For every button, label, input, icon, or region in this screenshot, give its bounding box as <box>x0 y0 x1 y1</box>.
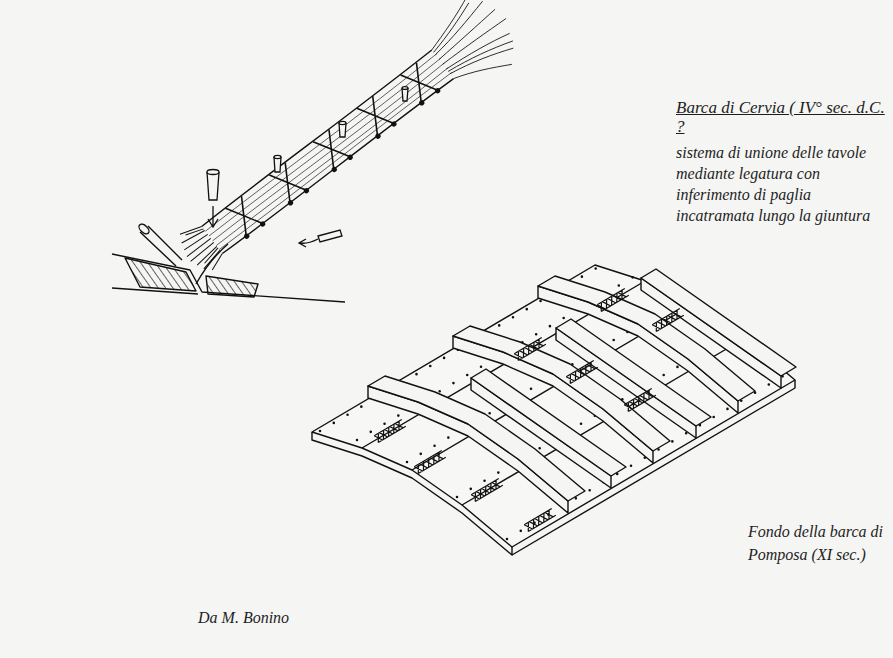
peg <box>339 121 346 124</box>
pegs <box>207 87 408 242</box>
nail-holes <box>320 266 790 539</box>
floor-timber <box>641 269 796 376</box>
hull-planking <box>312 265 795 547</box>
plank-hatch <box>206 276 258 297</box>
caption-note: Fondo della barca di Pomposa (XI sec.) <box>748 520 884 566</box>
straw-bundle <box>164 0 530 292</box>
stitch <box>514 337 546 360</box>
stitch <box>374 419 406 442</box>
frayed-end <box>418 0 530 98</box>
peg <box>274 155 281 158</box>
arrow <box>299 239 318 247</box>
peg <box>402 87 408 90</box>
frames <box>368 269 796 513</box>
boat-bottom <box>312 265 795 555</box>
stitch <box>597 288 629 311</box>
floor-timber <box>641 278 781 388</box>
bundle-outline <box>201 50 454 254</box>
stitching <box>374 288 684 531</box>
peg <box>207 170 219 175</box>
arrow <box>208 206 218 227</box>
arrows <box>208 206 318 247</box>
title: Barca di Cervia ( IV° sec. d.C. ? <box>676 98 886 136</box>
stitch <box>471 478 503 501</box>
peg <box>207 172 219 200</box>
stitch <box>524 508 556 531</box>
rib <box>368 386 568 513</box>
straw-fibers <box>205 54 452 250</box>
plank-section <box>112 222 345 302</box>
frayed-end <box>174 221 227 277</box>
credit: Da M. Bonino <box>198 608 398 628</box>
peg <box>318 230 342 242</box>
note: sistema di unione delle tavole mediante … <box>676 142 884 226</box>
lashing-cord <box>196 244 228 284</box>
stitch <box>624 388 656 411</box>
plank-hatch <box>125 258 196 291</box>
stitch <box>566 360 598 383</box>
lashing <box>226 63 438 235</box>
peg <box>137 222 151 235</box>
stitch <box>652 308 684 331</box>
rib <box>368 376 585 501</box>
stitch <box>414 450 446 473</box>
lashing-holes <box>243 87 441 240</box>
plank-outline <box>112 254 345 302</box>
